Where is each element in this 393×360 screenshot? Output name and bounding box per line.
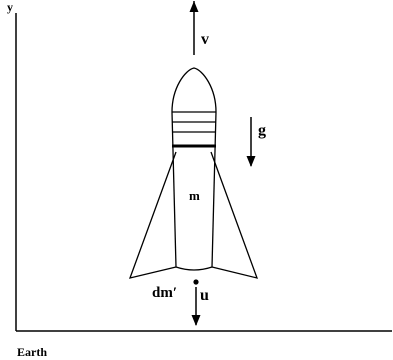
left-fin	[128, 151, 177, 279]
velocity-label: v	[201, 31, 209, 48]
ejected-mass-label: dm′	[152, 285, 177, 301]
body-right-wall	[211, 111, 217, 268]
rocket-base	[175, 266, 213, 271]
velocity-arrow-head	[189, 1, 199, 12]
nose-cone	[171, 67, 217, 113]
gravity-label: g	[258, 122, 266, 139]
mass-label: m	[189, 188, 200, 203]
exhaust-arrow-head	[191, 315, 201, 326]
y-axis-label: y	[7, 0, 13, 14]
earth-label: Earth	[17, 345, 47, 359]
right-fin	[210, 151, 259, 279]
body-left-wall	[171, 111, 177, 268]
rocket	[128, 67, 259, 279]
gravity-arrow-head	[246, 156, 256, 167]
ejected-mass-dot	[193, 279, 199, 285]
exhaust-velocity-label: u	[200, 287, 209, 304]
